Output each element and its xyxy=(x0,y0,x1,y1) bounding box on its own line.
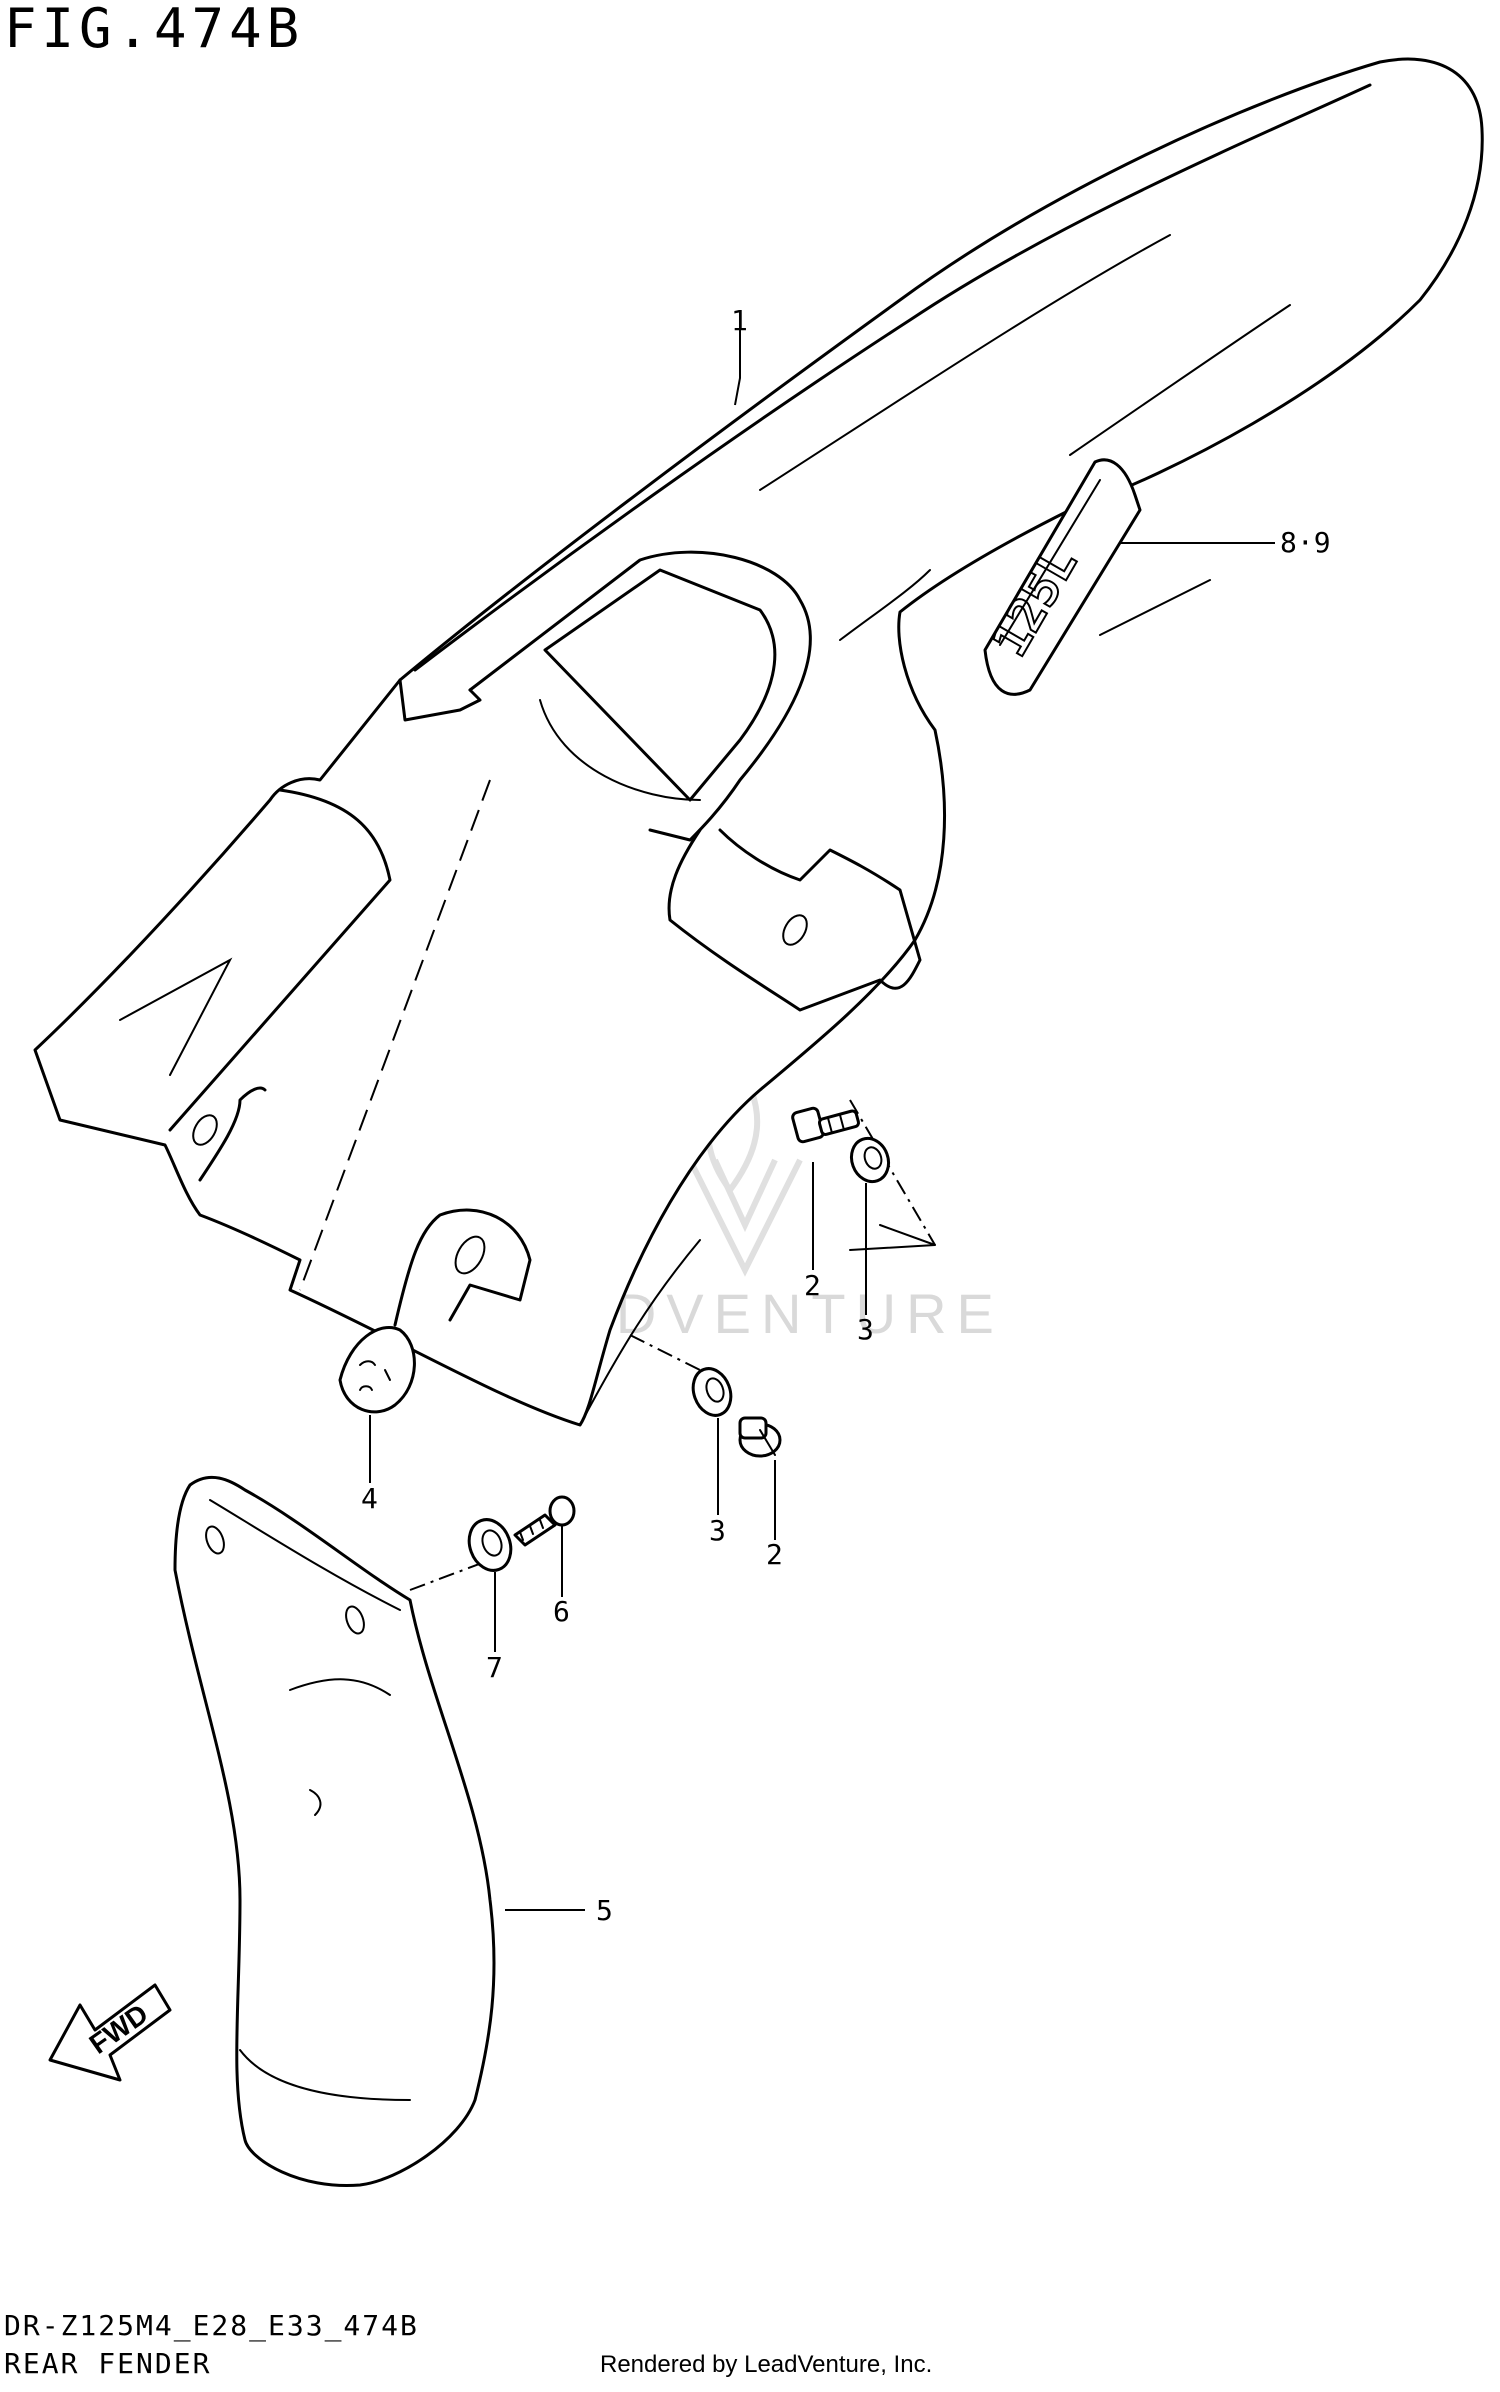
callout-8-9: 8·9 xyxy=(1280,526,1331,559)
section-name: REAR FENDER xyxy=(4,2347,212,2380)
callout-2-lower: 2 xyxy=(766,1538,783,1571)
model-code: DR-Z125M4_E28_E33_474B xyxy=(4,2309,419,2342)
fwd-arrow-icon: FWD xyxy=(48,1983,172,2082)
callout-3-lower: 3 xyxy=(709,1514,726,1547)
assembly-line-bottom xyxy=(629,1334,701,1371)
callout-2-upper: 2 xyxy=(804,1269,821,1302)
leader-1 xyxy=(734,328,741,406)
grommet-part-3-lower[interactable] xyxy=(687,1363,737,1420)
assembly-line-lower xyxy=(409,1559,491,1591)
callout-5: 5 xyxy=(596,1894,613,1927)
callout-1: 1 xyxy=(731,304,748,337)
bolt-part-2-lower[interactable] xyxy=(738,1416,782,1458)
bolt-part-2-upper[interactable] xyxy=(791,1106,860,1144)
grommet-part-3-upper[interactable] xyxy=(846,1133,895,1187)
rear-fender-part-1[interactable] xyxy=(33,57,1484,1427)
screw-part-6[interactable] xyxy=(513,1495,576,1547)
figure-title: FIG.474B xyxy=(4,0,305,60)
callout-4: 4 xyxy=(361,1482,378,1515)
washer-part-7[interactable] xyxy=(462,1514,517,1577)
washer-part-4[interactable] xyxy=(338,1326,416,1414)
callout-6: 6 xyxy=(553,1595,570,1628)
assembly-arrow xyxy=(849,1224,936,1251)
callout-3-upper: 3 xyxy=(857,1313,874,1346)
credit-text: Rendered by LeadVenture, Inc. xyxy=(600,2351,933,2378)
callout-7: 7 xyxy=(486,1651,503,1684)
mud-flap-part-5[interactable] xyxy=(173,1475,496,2188)
assembly-line-right xyxy=(849,1099,936,1246)
